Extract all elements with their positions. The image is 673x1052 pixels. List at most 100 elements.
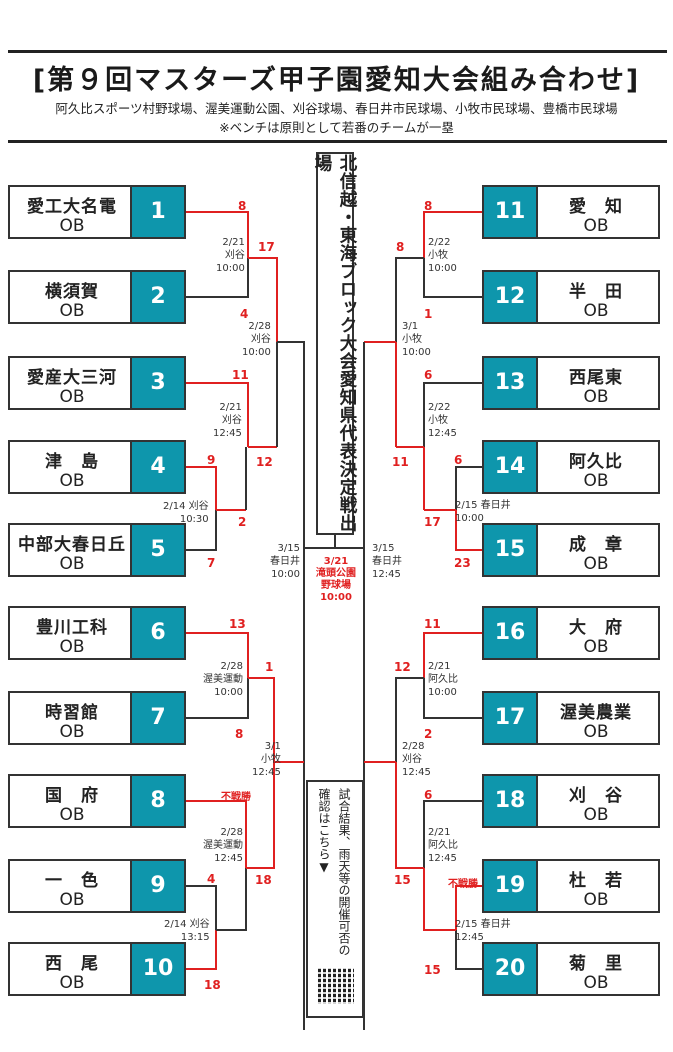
bracket-line — [248, 257, 278, 342]
team-suffix: OB — [59, 890, 85, 910]
results-info-box[interactable]: 試合結果、雨天等の開催可否の確認はこちら▼ — [306, 780, 364, 1018]
match-score: 6 — [424, 368, 433, 382]
final-match-info: 3/21 滝頭公園 野球場 10:00 — [300, 556, 372, 604]
bracket-line — [455, 930, 482, 970]
match-score: 4 — [207, 872, 216, 886]
team-number: 18 — [484, 776, 538, 826]
team-number: 6 — [130, 608, 184, 658]
team-suffix: OB — [59, 216, 85, 236]
team-number: 7 — [130, 693, 184, 743]
team-name: 大 府 — [569, 618, 623, 638]
match-score: 不戦勝 — [448, 879, 478, 890]
match-score: 2 — [424, 727, 433, 741]
bracket-line — [186, 382, 249, 447]
bracket-line — [423, 211, 482, 258]
team-suffix: OB — [583, 301, 609, 321]
team-suffix: OB — [59, 973, 85, 993]
bracket-line — [455, 466, 482, 510]
match-score: 23 — [454, 556, 471, 570]
team-suffix: OB — [583, 216, 609, 236]
match-score: 8 — [238, 199, 247, 213]
center-banner: 北信越・東海ブロック大会愛知県代表決定戦出場 — [312, 152, 357, 535]
team-name: 中部大春日丘 — [18, 535, 126, 555]
team-number: 20 — [484, 944, 538, 994]
match-score: 11 — [232, 368, 249, 382]
team-number: 1 — [130, 187, 184, 237]
team-name: 杜 若 — [569, 871, 623, 891]
team-name: 阿久比 — [569, 452, 623, 472]
qr-code-icon[interactable] — [318, 968, 354, 1004]
final-venue-2: 野球場 — [321, 580, 351, 591]
page-title: [第９回マスターズ甲子園愛知大会組み合わせ] — [32, 65, 641, 96]
match-score: 11 — [392, 455, 409, 469]
results-info-text: 試合結果、雨天等の開催可否の確認はこちら▼ — [317, 788, 351, 956]
team-number: 4 — [130, 442, 184, 492]
bracket-line — [423, 382, 482, 447]
team-name: 成 章 — [569, 535, 623, 555]
match-score: 18 — [204, 978, 221, 992]
team-number: 19 — [484, 861, 538, 911]
team-number: 17 — [484, 693, 538, 743]
team-name: 一 色 — [45, 871, 99, 891]
team-name: 愛工大名電 — [27, 197, 117, 217]
bracket-line — [395, 677, 424, 762]
team-suffix: OB — [583, 805, 609, 825]
header-rule — [8, 140, 667, 143]
final-time: 10:00 — [320, 592, 352, 603]
team-name: 菊 里 — [569, 954, 623, 974]
bracket-line — [423, 868, 456, 931]
team-suffix: OB — [59, 471, 85, 491]
bracket-line — [395, 257, 424, 342]
match-score: 12 — [394, 660, 411, 674]
match-score: 17 — [258, 240, 275, 254]
match-score: 11 — [424, 617, 441, 631]
bracket-line — [277, 341, 305, 1030]
team-suffix: OB — [59, 554, 85, 574]
bracket-line — [186, 885, 217, 930]
final-venue-1: 滝頭公園 — [316, 568, 356, 579]
match-score: 2 — [238, 515, 247, 529]
team-suffix: OB — [59, 805, 85, 825]
bracket-line — [186, 800, 247, 868]
final-date: 3/21 — [323, 556, 349, 567]
team-suffix: OB — [59, 387, 85, 407]
match-score: 1 — [424, 307, 433, 321]
team-name: 時習館 — [45, 703, 99, 723]
bench-note: ※ベンチは原則として若番のチームが一塁 — [219, 120, 454, 135]
team-name: 津 島 — [45, 452, 99, 472]
team-number: 3 — [130, 358, 184, 408]
team-suffix: OB — [583, 890, 609, 910]
bracket-line — [186, 930, 217, 970]
team-suffix: OB — [59, 301, 85, 321]
team-name: 西尾東 — [569, 368, 623, 388]
bracket-line — [423, 258, 482, 298]
bracket-line — [216, 868, 247, 931]
match-score: 1 — [265, 660, 274, 674]
match-score: 6 — [454, 453, 463, 467]
bracket-line — [186, 466, 217, 510]
team-name: 横須賀 — [45, 282, 99, 302]
team-name: 愛産大三河 — [27, 368, 117, 388]
team-number: 5 — [130, 525, 184, 575]
bracket-line — [186, 258, 249, 298]
